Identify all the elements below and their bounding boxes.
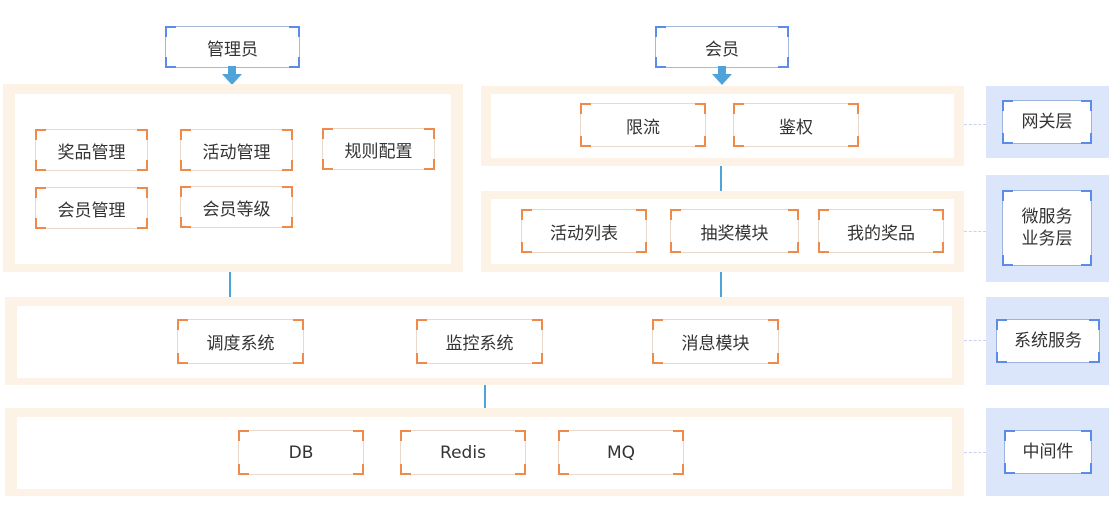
module-db: DB bbox=[238, 430, 364, 475]
module-redis: Redis bbox=[400, 430, 526, 475]
module-lottery: 抽奖模块 bbox=[670, 209, 799, 253]
connector-business-system bbox=[720, 272, 722, 297]
middleware-layer-label: 中间件 bbox=[1004, 430, 1092, 474]
admin-panel-inner bbox=[15, 94, 451, 264]
module-member-management: 会员管理 bbox=[35, 187, 148, 229]
module-activity-list: 活动列表 bbox=[521, 209, 647, 253]
connector-system-middleware bbox=[484, 385, 486, 408]
member-actor-box: 会员 bbox=[655, 26, 789, 68]
module-rule-config: 规则配置 bbox=[322, 128, 435, 170]
admin-arrow-icon bbox=[222, 66, 242, 85]
member-arrow-icon bbox=[712, 66, 732, 85]
connector-admin-system bbox=[229, 272, 231, 297]
member-actor-label: 会员 bbox=[705, 39, 739, 60]
module-mq: MQ bbox=[558, 430, 684, 475]
module-auth: 鉴权 bbox=[733, 103, 859, 147]
business-label-line1: 微服务 bbox=[1021, 207, 1073, 227]
gateway-layer-inner bbox=[491, 94, 954, 158]
module-messaging: 消息模块 bbox=[652, 319, 779, 364]
admin-actor-label: 管理员 bbox=[207, 39, 258, 60]
admin-actor-box: 管理员 bbox=[165, 26, 300, 68]
module-monitor: 监控系统 bbox=[416, 319, 543, 364]
gateway-label-dash bbox=[964, 124, 986, 125]
module-member-level: 会员等级 bbox=[180, 186, 293, 228]
business-label-line2: 业务层 bbox=[1021, 229, 1073, 249]
connector-gateway-business bbox=[720, 166, 722, 191]
business-layer-label: 微服务 业务层 bbox=[1002, 190, 1092, 266]
module-activity-management: 活动管理 bbox=[180, 129, 293, 171]
module-rate-limit: 限流 bbox=[580, 103, 706, 147]
middleware-label-dash bbox=[964, 452, 986, 453]
system-layer-label: 系统服务 bbox=[996, 319, 1100, 363]
system-label-dash bbox=[964, 340, 986, 341]
module-my-prizes: 我的奖品 bbox=[818, 209, 944, 253]
gateway-layer-label: 网关层 bbox=[1002, 100, 1092, 144]
module-scheduler: 调度系统 bbox=[177, 319, 304, 364]
module-prize-management: 奖品管理 bbox=[35, 129, 148, 171]
business-label-dash bbox=[964, 231, 986, 232]
